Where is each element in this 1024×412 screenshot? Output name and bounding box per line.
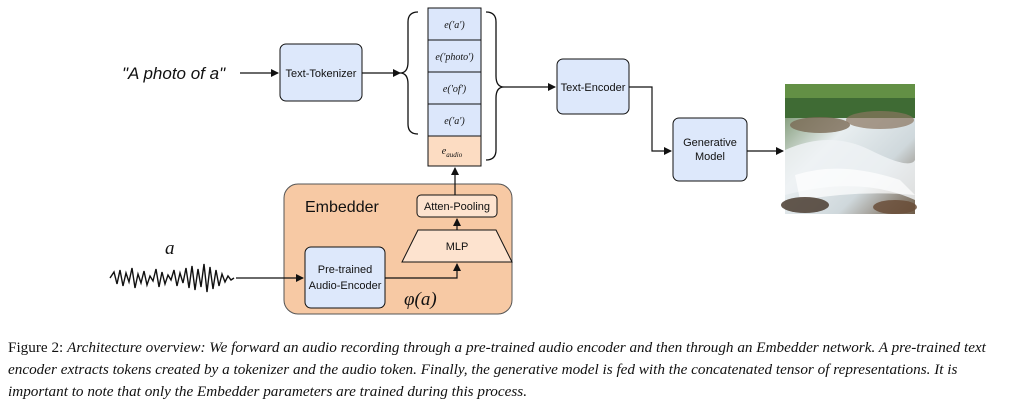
figure-caption: Figure 2: Architecture overview: We forw… [8, 337, 1018, 403]
caption-body: Architecture overview: We forward an aud… [8, 339, 986, 400]
token-box-3 [427, 71, 482, 105]
token-label-1: e('a') [444, 20, 465, 31]
embedder-title: Embedder [305, 199, 379, 216]
left-brace [399, 11, 419, 135]
generative-model-label-2: Model [695, 151, 725, 163]
generative-model-box [672, 117, 748, 182]
phi-label: φ(a) [404, 289, 437, 310]
architecture-diagram: "A photo of a" Text-Tokenizer e('a') e('… [109, 7, 917, 315]
arrow-encoder-to-generative [629, 86, 672, 155]
audio-encoder-box [304, 246, 386, 309]
audio-token-label: eaudio [442, 146, 463, 159]
prompt-text: "A photo of a" [122, 64, 226, 83]
audio-encoder-label-1: Pre-trained [318, 264, 372, 276]
token-label-3: e('of') [443, 84, 467, 95]
token-label-4: e('a') [444, 116, 465, 127]
token-stack: e('a') e('photo') e('of') e('a') eaudio [427, 7, 482, 167]
audio-token-label-sub: audio [446, 151, 462, 159]
mlp-trapezoid [401, 229, 513, 263]
mlp-label: MLP [446, 241, 469, 253]
audio-encoder-label-2: Audio-Encoder [309, 280, 382, 292]
atten-pooling-label: Atten-Pooling [424, 201, 490, 213]
token-label-2: e('photo') [435, 52, 474, 63]
generated-waterfall-image [781, 84, 917, 214]
generative-model-label-1: Generative [683, 137, 737, 149]
audio-input-label: a [165, 238, 175, 259]
token-box-1 [427, 7, 482, 41]
caption-lead: Figure 2: [8, 339, 68, 356]
text-encoder-label: Text-Encoder [561, 82, 626, 94]
atten-pooling-box [416, 194, 498, 218]
text-tokenizer-label: Text-Tokenizer [286, 68, 357, 80]
token-box-4 [427, 103, 482, 137]
audio-token-box [427, 135, 482, 167]
audio-waveform [109, 263, 235, 293]
audio-token-label-base: e [442, 146, 447, 157]
arrow-encoder-to-mlp [385, 263, 461, 279]
right-brace [485, 11, 505, 161]
